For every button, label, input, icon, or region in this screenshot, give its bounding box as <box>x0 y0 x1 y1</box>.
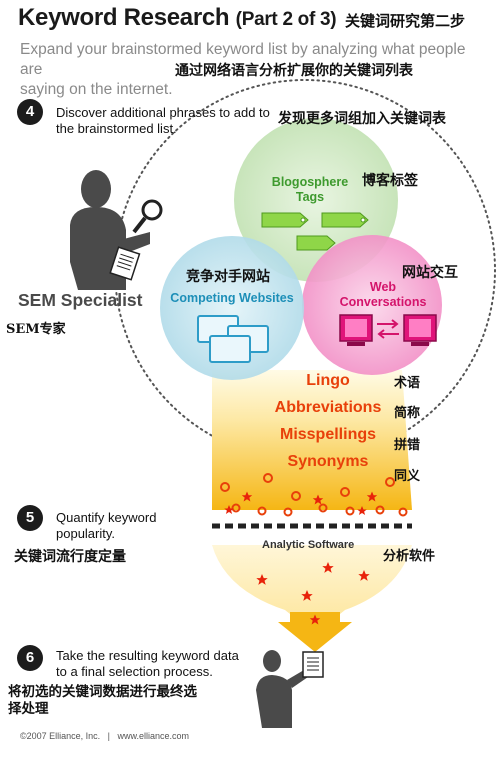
title-main: Keyword Research <box>18 4 230 31</box>
monitor-icons <box>339 314 437 346</box>
blogosphere-label: Blogosphere Tags <box>254 175 366 205</box>
step-5-line1: Quantify keyword <box>56 510 157 525</box>
web-conversations-line1: Web <box>369 280 397 294</box>
step-5-text: Quantify keyword popularity. <box>56 510 156 542</box>
page-title: Keyword Research (Part 2 of 3) <box>18 4 337 32</box>
analytic-software-label: Analytic Software <box>262 539 355 551</box>
checklist-icon <box>109 246 141 281</box>
step-5-cn: 关键词流行度定量 <box>14 549 126 565</box>
funnel-lower <box>212 545 412 622</box>
step-4-line2: the brainstormed list. <box>56 121 177 136</box>
subtitle-cn: 通过网络语言分析扩展你的关键词列表 <box>175 63 413 79</box>
step-4-badge: 4 <box>17 99 43 125</box>
star-particles <box>224 491 378 625</box>
term-synonyms-cn: 同义 <box>394 469 421 484</box>
document-icon <box>302 651 324 678</box>
step-6-line2: to a final selection process. <box>56 664 213 679</box>
funnel-particles <box>220 473 408 517</box>
step-6-line1: Take the resulting keyword data <box>56 648 239 663</box>
step-6-cn-line2: 择处理 <box>8 701 49 717</box>
subtitle: Expand your brainstormed keyword list by… <box>20 40 490 100</box>
step-6-cn: 将初选的关键词数据进行最终选 择处理 <box>8 684 197 718</box>
funnel-body <box>212 370 412 510</box>
term-lingo: Lingo <box>306 372 350 389</box>
web-conversations-label: Web Conversations <box>328 280 438 310</box>
tag-icons <box>261 212 369 251</box>
blogosphere-line2: Tags <box>295 190 325 204</box>
website-window-icons <box>197 315 269 363</box>
sem-specialist-label: SEM Specialist <box>18 290 143 310</box>
blogosphere-cn: 博客标签 <box>362 173 418 189</box>
magnifier-icon <box>132 199 163 234</box>
step-4-line1: Discover additional phrases to add to <box>56 105 270 120</box>
step-4-cn: 发现更多词组加入关键词表 <box>278 111 446 127</box>
term-synonyms: Synonyms <box>287 453 369 470</box>
subtitle-line1: Expand your brainstormed keyword list by… <box>20 41 466 78</box>
title-part: (Part 2 of 3) <box>235 9 337 30</box>
subtitle-line2: saying on the internet. <box>20 81 173 98</box>
web-conversations-cn: 网站交互 <box>402 265 458 281</box>
step-6-badge: 6 <box>17 645 43 671</box>
person-with-document <box>256 650 308 728</box>
step-5-badge: 5 <box>17 505 43 531</box>
analytic-software-cn: 分析软件 <box>383 549 436 564</box>
step-6-cn-line1: 将初选的关键词数据进行最终选 <box>8 684 197 700</box>
funnel-arrow <box>278 612 352 652</box>
term-lingo-cn: 术语 <box>394 376 421 391</box>
term-misspellings-cn: 拼错 <box>394 438 421 453</box>
step-4-text: Discover additional phrases to add to th… <box>56 105 270 137</box>
step-5-line2: popularity. <box>56 526 116 541</box>
sem-specialist-cn: SEM专家 <box>6 322 66 337</box>
competing-websites-label: Competing Websites <box>170 291 294 305</box>
term-abbreviations-cn: 简称 <box>394 406 421 421</box>
term-abbreviations: Abbreviations <box>274 399 382 416</box>
blogosphere-line1: Blogosphere <box>271 175 349 189</box>
footer-credit: ©2007 Elliance, Inc. | www.elliance.com <box>20 731 190 741</box>
title-cn: 关键词研究第二步 <box>345 12 466 30</box>
web-conversations-line2: Conversations <box>339 295 427 309</box>
competing-cn: 竞争对手网站 <box>186 269 270 285</box>
step-6-text: Take the resulting keyword data to a fin… <box>56 648 239 680</box>
term-misspellings: Misspellings <box>279 426 377 443</box>
